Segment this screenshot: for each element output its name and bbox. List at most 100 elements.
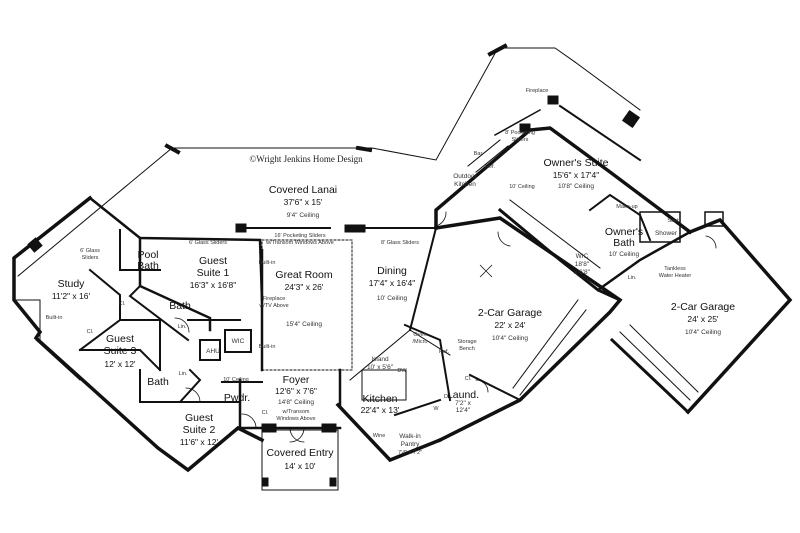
owners-bath-name1: Owner's (605, 226, 643, 238)
credit-text: ©Wright Jenkins Home Design (249, 154, 363, 164)
pocketing-sliders-8b-label: Sliders (512, 137, 529, 143)
outdoor-kitchen-name1: Outdoor (453, 173, 477, 180)
glass-sliders-6b-label: 6' Glass (80, 248, 100, 254)
great-room-ceiling: 15'4" Ceiling (286, 321, 322, 328)
dw-label: DW (397, 368, 407, 374)
laundry-dim2: 12'4" (456, 407, 471, 414)
ceiling-10-label: 10' Ceiling (223, 377, 249, 383)
great-room-name: Great Room (275, 269, 332, 281)
transom-windows-label: w/Transom Windows Above (265, 240, 334, 246)
wic-label: WIC (232, 338, 245, 345)
study-dim: 11'2" x 16' (52, 291, 91, 301)
washer-label: W (433, 406, 439, 412)
owner-wing-walls (434, 126, 693, 235)
pantry-name: Walk-in (399, 433, 421, 440)
ref-kitchen-label: Ref. (439, 349, 450, 355)
powder-name: Pwdr. (224, 392, 250, 404)
pantry-name2: Pantry (401, 441, 421, 448)
fireplace-tv-2-label: w/TV Above (258, 303, 288, 309)
guest-suite-3-name2: Suite 3 (104, 345, 137, 357)
owners-bath-ceiling: 10' Ceiling (609, 251, 640, 258)
owners-suite-ceiling: 10'8" Ceiling (558, 183, 594, 190)
cl-2-label: Cl. (87, 329, 94, 335)
foyer-walls (238, 378, 264, 430)
foyer-transom-1: w/Transom (282, 409, 310, 415)
fireplace-tv-1-label: Fireplace (263, 296, 286, 302)
oven-micro-1-label: Oven (413, 332, 426, 338)
walls (12, 43, 793, 491)
oven-micro-2-label: /Micro (413, 339, 428, 345)
island-name: Island (371, 356, 389, 363)
lanai-outline-right (574, 61, 641, 111)
lin-3-label: Lin. (628, 275, 637, 281)
lin-1-label: Lin. (178, 324, 187, 330)
guest-suite-1-name1: Guest (199, 255, 227, 267)
cl-4-label: Cl. (465, 376, 472, 382)
storage-bench-2-label: Bench (459, 346, 475, 352)
dryer-label: D (444, 394, 448, 400)
garage-b-name: 2-Car Garage (671, 301, 735, 313)
guest-suite-1-dim: 16'3" x 16'8" (190, 280, 237, 290)
lanai-dim: 37'6" x 15' (284, 197, 323, 207)
owners-suite-name: Owner's Suite (543, 157, 608, 169)
outdoor-kitchen-name2: Kitchen (454, 181, 476, 188)
dining-dim: 17'4" x 16'4" (369, 278, 416, 288)
guest-suite-2-name2: Suite 2 (183, 424, 216, 436)
dining-name: Dining (377, 265, 407, 277)
bath-1-name: Bath (169, 300, 191, 312)
pool-bath-name2: Bath (137, 260, 159, 272)
kitchen-name: Kitchen (362, 393, 397, 405)
guest-suite-2-dim: 11'6" x 12' (180, 437, 219, 447)
outer-wall-left (12, 195, 265, 473)
bar-label: Bar (474, 151, 483, 157)
garage-marker (479, 264, 493, 278)
island-dim: 10' x 5'6" (367, 364, 394, 371)
owner-wic-name: WIC (576, 253, 589, 260)
glass-sliders-8-label: 8' Glass Sliders (381, 240, 419, 246)
owner-wic-dim: 18'8" (575, 261, 590, 268)
covered-entry-dim: 14' x 10' (284, 461, 316, 471)
annotation-labels: Fireplace 8' Pocketing Sliders 16' Pocke… (46, 88, 692, 439)
builtin-2-label: Built-in (259, 344, 276, 350)
kitchen-dim: 22'4" x 13' (361, 405, 400, 415)
foyer-transom-2: Windows Above (276, 416, 315, 422)
bath-2-name: Bath (147, 376, 169, 388)
seat-label: Seat (667, 218, 679, 224)
builtin-3-label: Built-in (46, 315, 63, 321)
guest-suite-3-dim: 12' x 12' (104, 359, 136, 369)
laundry-name: Laund. (447, 389, 479, 401)
owner-wic-dim2: x 6'8" (574, 269, 591, 276)
tankless-1-label: Tankless (664, 266, 686, 272)
garage-b-ceiling: 10'4" Ceiling (685, 329, 721, 336)
garage-b-dim: 24' x 25' (687, 314, 719, 324)
garage-a-name: 2-Car Garage (478, 307, 542, 319)
foyer-ceiling: 14'8" Ceiling (278, 399, 314, 406)
garage-a-ceiling: 10'4" Ceiling (492, 335, 528, 342)
cl-3-label: Cl. (262, 410, 269, 416)
laundry-dim: 7'2" x (455, 400, 472, 407)
lanai-name: Covered Lanai (269, 184, 337, 196)
ceiling-10b-label: 10' Ceiling (509, 184, 535, 190)
ahu-label: AHU (206, 348, 220, 355)
storage-bench-1-label: Storage (457, 339, 476, 345)
ref-label: Ref. (485, 164, 496, 170)
pool-bath-name1: Pool (137, 249, 158, 261)
room-labels: ©Wright Jenkins Home Design Covered Lana… (52, 154, 735, 471)
covered-entry-bounds (261, 429, 339, 491)
foyer-name: Foyer (283, 374, 310, 386)
wine-label: Wine (373, 433, 386, 439)
lanai-ceiling: 9'4" Ceiling (287, 212, 320, 219)
shower-label: Shower (655, 230, 678, 237)
cl-1-label: Cl. (119, 301, 126, 307)
tankless-2-label: Water Heater (659, 273, 692, 279)
outer-wall-right-lower (335, 402, 443, 463)
builtin-1-label: Built-in (259, 260, 276, 266)
pocketing-sliders-16-label: 16' Pocketing Sliders (274, 233, 325, 239)
foyer-dim: 12'6" x 7'6" (275, 386, 317, 396)
owners-bath-name2: Bath (613, 237, 635, 249)
guest-suite-2-name1: Guest (185, 412, 213, 424)
guest-suite-1-name2: Suite 1 (197, 267, 230, 279)
garage-a-walls (434, 216, 623, 443)
covered-entry-name: Covered Entry (266, 447, 334, 459)
